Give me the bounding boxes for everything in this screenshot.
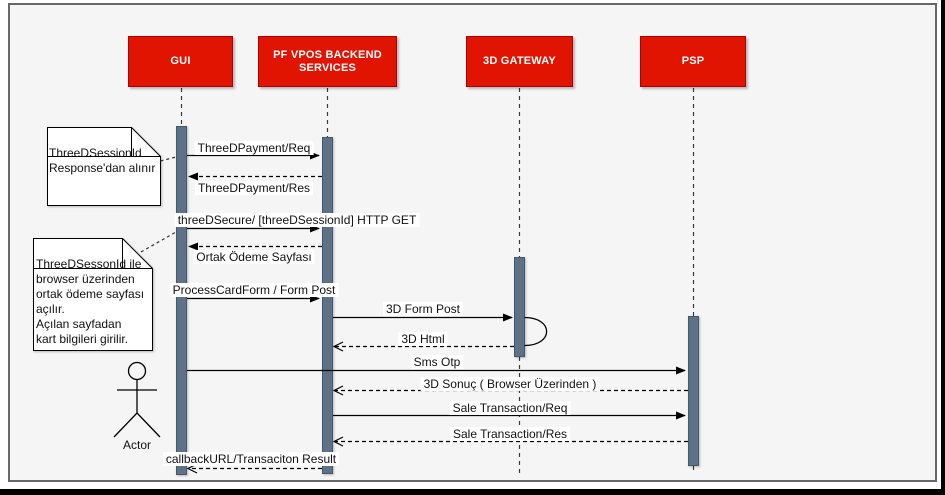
message-label-3d-sonuc: 3D Sonuç ( Browser Üzerinden ) [420, 377, 600, 391]
activation-3dgateway [514, 257, 525, 357]
participant-psp-label: PSP [681, 55, 705, 67]
message-label-threedsecure-get: threeDSecure/ [threeDSessionId] HTTP GET [174, 213, 420, 227]
message-label-threedpayment-res: ThreeDPayment/Res [194, 181, 314, 195]
participant-psp: PSP [640, 36, 746, 87]
note-text-threedsessionid: ThreeDSessionId Response'dan alınır [49, 146, 156, 175]
message-label-3d-form-post: 3D Form Post [382, 302, 464, 316]
activation-pfvpos [322, 137, 333, 474]
note-text-browser: ThreeDSessonId ile browser üzerinden ort… [36, 257, 145, 346]
activation-psp [688, 316, 699, 466]
participant-gui: GUI [128, 36, 233, 87]
window-edge-bottom [0, 489, 945, 495]
actor-label: Actor [122, 438, 152, 452]
message-label-ortak-odeme: Ortak Ödeme Sayfası [193, 250, 315, 264]
note-connector-2 [140, 231, 177, 253]
message-label-sms-otp: Sms Otp [410, 355, 464, 369]
participant-pfvpos: PF VPOS BACKEND SERVICES [258, 36, 397, 87]
participant-3dgateway-label: 3D GATEWAY [483, 55, 556, 67]
message-label-processcardform: ProcessCardForm / Form Post [169, 283, 339, 297]
window-edge-right [941, 0, 945, 495]
message-label-3d-html: 3D Html [398, 332, 448, 346]
actor-icon [113, 361, 161, 438]
message-label-sale-transaction-res: Sale Transaction/Res [449, 427, 571, 441]
self-loop-3dgateway [524, 316, 548, 347]
message-label-threedpayment-req: ThreeDPayment/Req [194, 141, 314, 155]
message-label-callbackurl-result: callbackURL/Transaciton Result [162, 452, 340, 466]
participant-pfvpos-label: PF VPOS BACKEND SERVICES [273, 48, 382, 74]
note-shape-threedsessionid [47, 127, 161, 206]
note-connector-1 [160, 156, 177, 162]
message-label-sale-transaction-req: Sale Transaction/Req [449, 401, 571, 415]
participant-3dgateway: 3D GATEWAY [466, 36, 573, 87]
participant-gui-label: GUI [170, 55, 191, 67]
activation-gui [176, 126, 187, 475]
